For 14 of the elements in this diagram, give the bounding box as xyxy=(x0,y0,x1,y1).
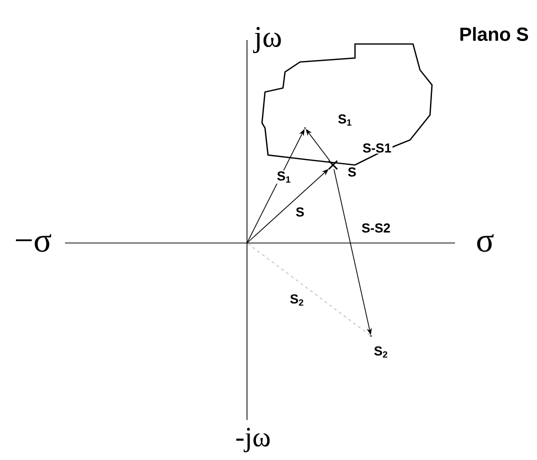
axis-label: -jω xyxy=(236,428,270,452)
edge-label: S xyxy=(296,207,304,217)
point-label: S$_{1}$ xyxy=(338,114,352,126)
point-label: S$_{2}$ xyxy=(374,346,388,358)
edge-label: S$_{1}$ xyxy=(277,171,290,183)
axis-label: σ xyxy=(477,234,494,252)
edge-label: S$_{2}$ xyxy=(290,294,304,306)
axis-label: −σ xyxy=(16,234,52,252)
cross-mark xyxy=(328,160,338,170)
point-label: S xyxy=(348,167,356,177)
title: Plano S xyxy=(460,27,528,41)
edge-label: S-S2 xyxy=(362,223,390,233)
axis-label: jω xyxy=(253,26,281,54)
edge-label: S-S1 xyxy=(362,143,392,153)
